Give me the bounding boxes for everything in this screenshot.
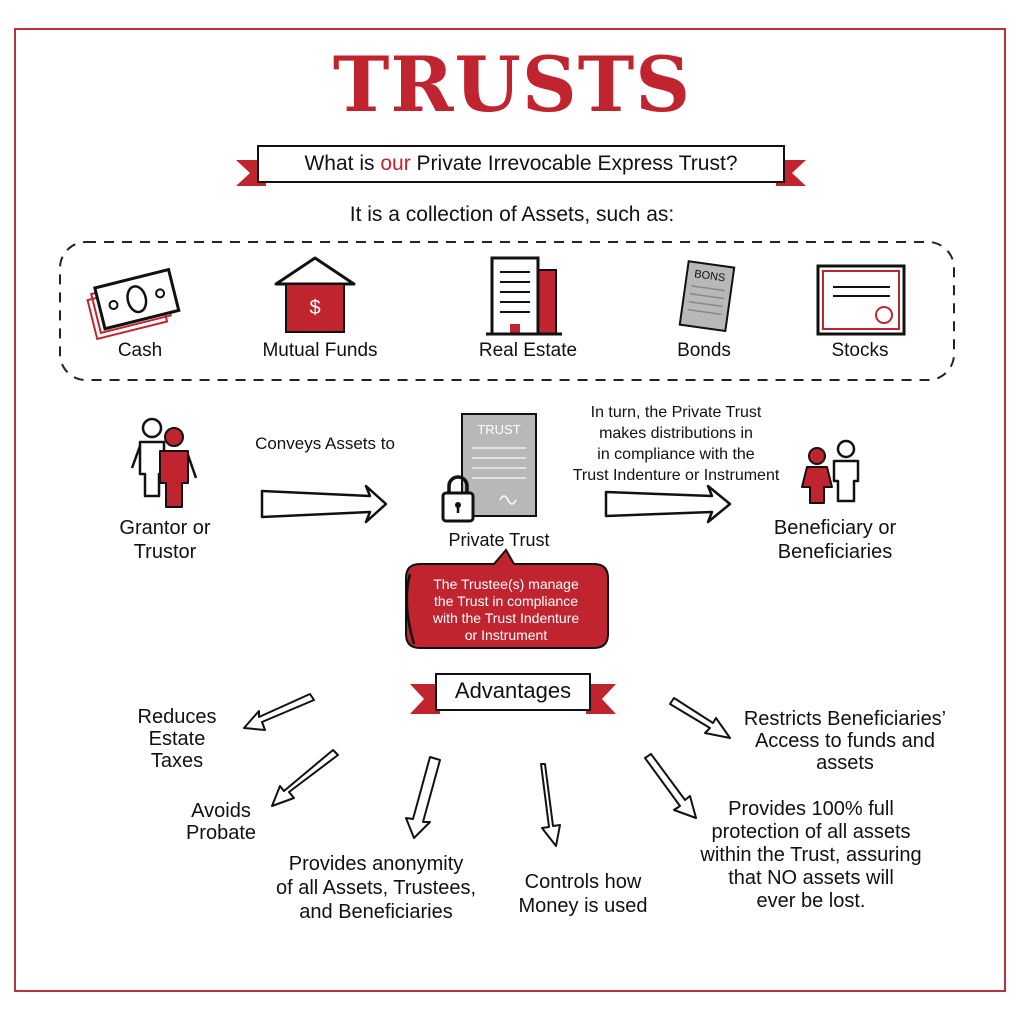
question-banner [236, 145, 806, 186]
question-suffix: Private Irrevocable Express Trust? [410, 152, 738, 175]
protection-line-2: protection of all assets [711, 821, 911, 843]
trust-doc-text: TRUST [477, 422, 520, 437]
private-trust-label: Private Trust [448, 530, 550, 550]
mutual-funds-icon: $ [274, 256, 356, 333]
asset-label-stocks: Stocks [831, 340, 889, 361]
asset-label-cash: Cash [117, 340, 163, 361]
cash-icon [86, 267, 181, 341]
distribution-label: In turn, the Private Trust makes distrib… [548, 402, 804, 486]
beneficiary-label: Beneficiary or Beneficiaries [750, 516, 920, 564]
asset-label-real-estate: Real Estate [478, 340, 578, 361]
distribution-line-4: Trust Indenture or Instrument [572, 467, 780, 484]
reduces-line-2: Estate [148, 728, 206, 750]
arrow-controls-money [540, 763, 561, 847]
trustee-note-line-2: the Trust in compliance [434, 593, 578, 609]
question-accent: our [380, 152, 411, 175]
trustee-callout [405, 548, 609, 649]
advantage-restricts-access: Restricts Beneficiaries’ Access to funds… [722, 708, 968, 774]
advantage-anonymity: Provides anonymity of all Assets, Truste… [256, 852, 496, 924]
protection-line-4: that NO assets will [728, 867, 894, 889]
beneficiary-line-1: Beneficiary or [773, 517, 897, 539]
question-text: What is our Private Irrevocable Express … [258, 152, 784, 176]
page-title: TRUSTS [332, 40, 692, 129]
trustee-note-line-4: or Instrument [464, 627, 548, 643]
restricts-line-1: Restricts Beneficiaries’ [743, 708, 947, 730]
protection-line-5: ever be lost. [756, 890, 866, 912]
grantor-label: Grantor or Trustor [90, 516, 240, 564]
advantage-controls-money: Controls how Money is used [500, 870, 666, 918]
beneficiary-icon [801, 439, 860, 504]
distribution-line-1: In turn, the Private Trust [590, 404, 762, 421]
trustee-note-line-1: The Trustee(s) manage [433, 576, 579, 592]
protection-line-1: Provides 100% full [728, 798, 894, 820]
question-prefix: What is [304, 152, 381, 175]
anonymity-line-2: of all Assets, Trustees, [275, 877, 477, 899]
grantor-line-1: Grantor or [119, 517, 211, 539]
asset-label-bonds: Bonds [677, 340, 731, 361]
advantage-avoids-probate: Avoids Probate [156, 800, 286, 844]
stock-certificate-icon [816, 264, 906, 336]
advantage-reduces-taxes: Reduces Estate Taxes [112, 706, 242, 772]
controls-line-2: Money is used [518, 895, 648, 917]
reduces-line-3: Taxes [150, 750, 204, 772]
grantor-line-2: Trustor [133, 541, 197, 563]
advantages-banner [410, 673, 616, 714]
advantages-title: Advantages [454, 678, 572, 703]
svg-text:$: $ [309, 297, 320, 319]
anonymity-line-1: Provides anonymity [288, 853, 464, 875]
beneficiary-line-2: Beneficiaries [777, 541, 893, 563]
bond-doc-text: BONS [693, 268, 726, 284]
anonymity-line-3: and Beneficiaries [299, 901, 453, 923]
distribution-line-2: makes distributions in [599, 425, 753, 442]
conveys-label: Conveys Assets to [255, 434, 395, 453]
avoids-line-2: Probate [185, 822, 257, 844]
intro-text: It is a collection of Assets, such as: [349, 203, 675, 226]
arrow-avoids-probate [271, 749, 339, 807]
distribution-arrow [604, 484, 732, 524]
arrow-protection [644, 753, 697, 819]
restricts-line-3: assets [816, 752, 874, 774]
lock-icon [441, 475, 475, 523]
trustee-note: The Trustee(s) manage the Trust in compl… [412, 576, 600, 644]
distribution-line-3: in compliance with the [597, 446, 755, 463]
protection-line-3: within the Trust, assuring [700, 844, 922, 866]
conveys-arrow [260, 484, 388, 524]
arrow-anonymity [405, 756, 441, 839]
grantor-icon [130, 417, 198, 508]
controls-line-1: Controls how [524, 871, 642, 893]
avoids-line-1: Avoids [191, 800, 251, 822]
arrow-reduces-taxes [243, 693, 315, 731]
asset-label-mutual-funds: Mutual Funds [262, 340, 378, 361]
trustee-note-line-3: with the Trust Indenture [432, 610, 580, 626]
border-frame [14, 28, 1006, 992]
building-icon [486, 256, 562, 336]
advantage-protection: Provides 100% full protection of all ass… [676, 798, 946, 913]
arrow-restricts-access [669, 697, 731, 739]
restricts-line-2: Access to funds and [754, 730, 936, 752]
assets-container [59, 241, 955, 381]
bond-document-icon: BONS [678, 260, 736, 333]
reduces-line-1: Reduces [137, 706, 217, 728]
